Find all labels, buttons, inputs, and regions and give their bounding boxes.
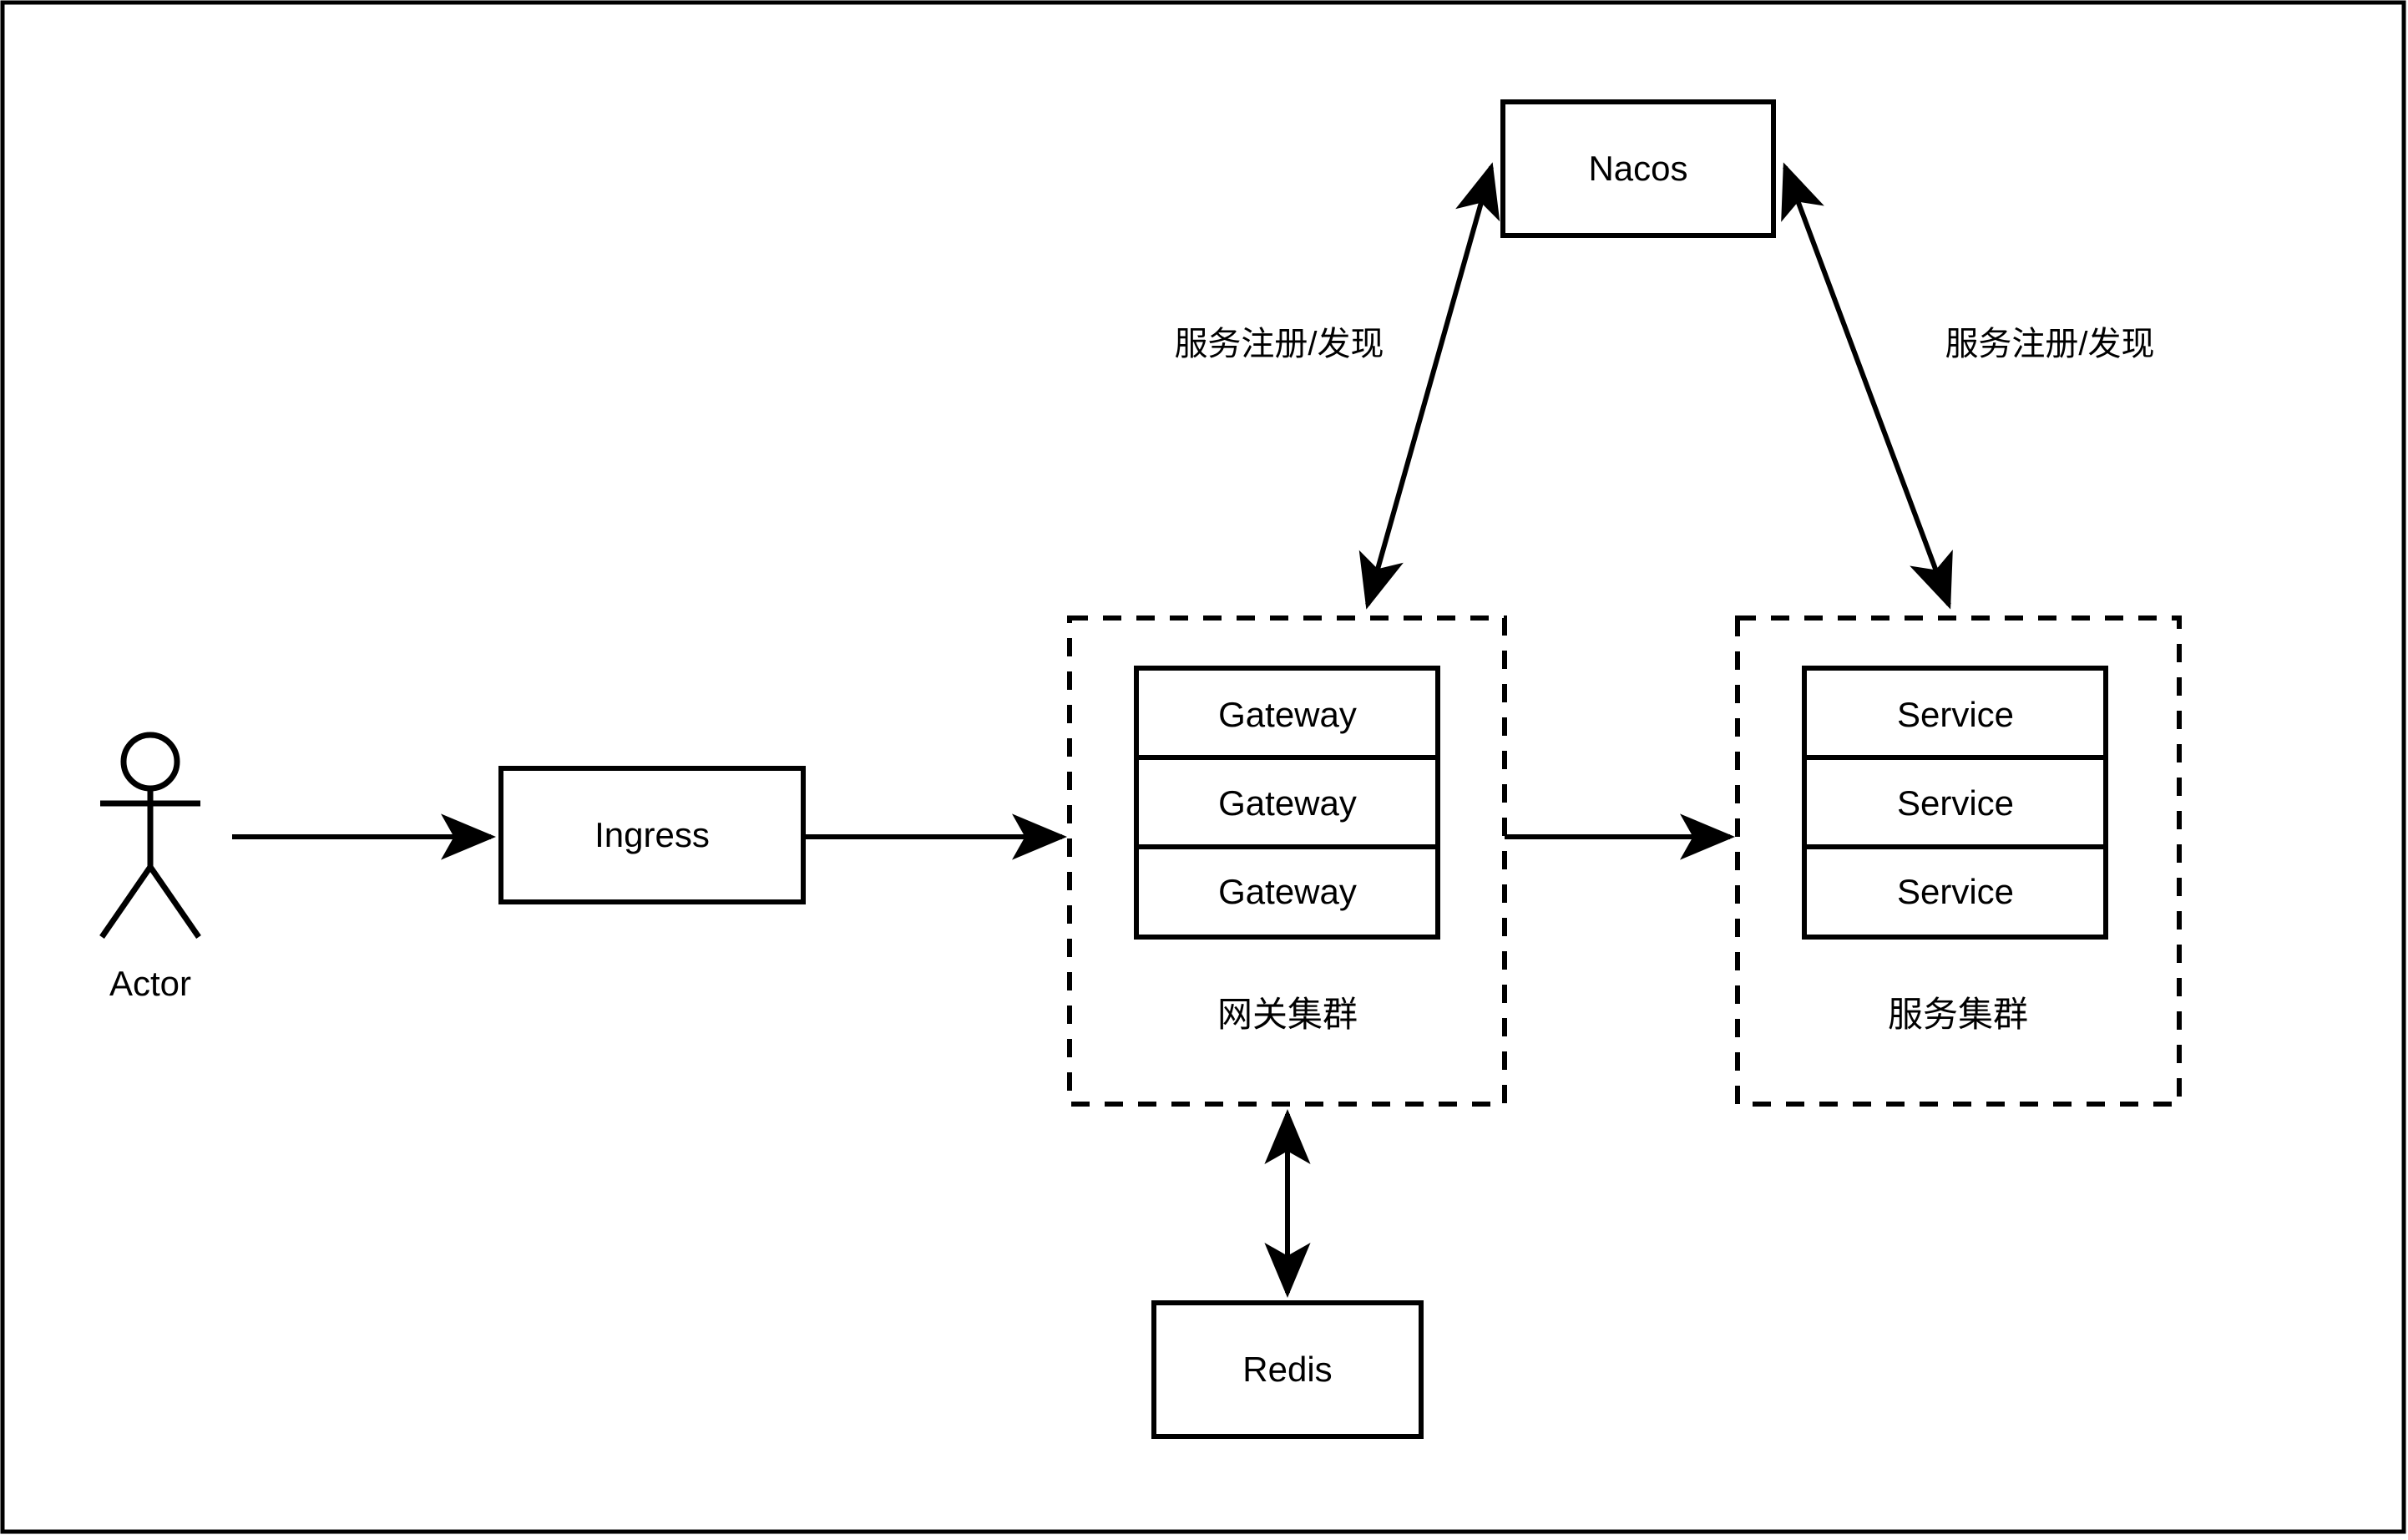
gateway-cluster-caption: 网关集群 <box>1217 995 1358 1034</box>
ingress-box[interactable] <box>498 766 806 904</box>
service-cluster-border[interactable] <box>1735 615 2182 1107</box>
edge-gateway-cluster-nacos <box>1358 162 1500 610</box>
edge-label-service-nacos: 服务注册/发现 <box>1945 326 2155 362</box>
actor-icon <box>99 732 201 939</box>
actor-label: Actor <box>109 964 192 1003</box>
redis-label: Redis <box>1242 1350 1333 1389</box>
gateway-instance-label: Gateway <box>1218 783 1357 823</box>
service-cluster-caption: 服务集群 <box>1887 995 2029 1034</box>
service-instance-label: Service <box>1896 872 2015 911</box>
gateway-cluster-border[interactable] <box>1067 615 1507 1107</box>
nacos-box[interactable] <box>1500 99 1776 238</box>
gateway-instance-label: Gateway <box>1218 695 1357 734</box>
edge-service-cluster-nacos <box>1781 162 1953 610</box>
service-instance-label: Service <box>1896 695 2015 734</box>
gateway-stack[interactable] <box>1134 666 1440 940</box>
redis-box[interactable] <box>1151 1300 1424 1439</box>
service-instance-label: Service <box>1896 783 2015 823</box>
edge-label-gateway-nacos: 服务注册/发现 <box>1174 326 1384 362</box>
ingress-label: Ingress <box>594 815 710 854</box>
gateway-instance-label: Gateway <box>1218 872 1357 911</box>
service-stack[interactable] <box>1802 666 2108 940</box>
nacos-label: Nacos <box>1588 149 1688 188</box>
